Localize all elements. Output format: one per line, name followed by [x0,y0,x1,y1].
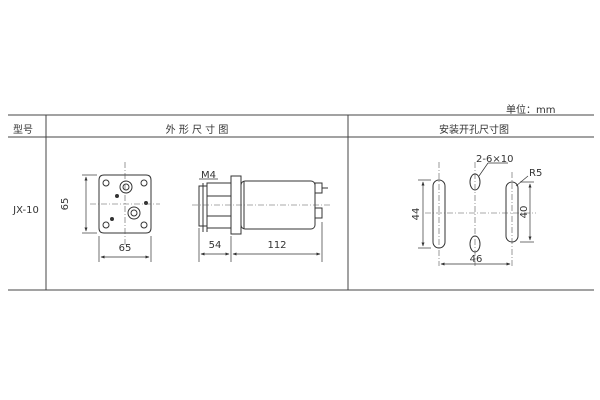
mounting-centerlines [425,162,536,266]
body-length-dim: 112 [267,240,286,251]
mount-hole-tl [102,179,110,187]
thread-label: M4 [201,170,216,181]
side-knob-bottom [314,207,323,219]
pin-3 [110,217,114,221]
header-model: 型号 [13,125,33,136]
base-plate [206,182,232,229]
terminal-lower-outer [127,206,141,220]
radius-label: R5 [529,168,542,179]
model-cell: JX-10 [13,205,39,216]
front-dimensions [82,174,152,262]
spacing-dim: 46 [470,254,483,265]
mount-hole-bl [102,221,110,229]
side-knob-top [314,182,323,194]
mount-hole-br [140,221,148,229]
front-plate [98,174,152,234]
front-centerlines [90,162,160,246]
base-length-dim: 54 [209,240,222,251]
header-mounting: 安装开孔尺寸图 [439,125,509,136]
pin-1 [115,194,119,198]
header-outline: 外 形 尺 寸 图 [165,125,229,136]
mount-hole-tr [140,179,148,187]
terminal-upper-outer [119,180,133,194]
front-height-dim: 65 [60,198,71,211]
mounting-dimensions [418,162,534,266]
terminal-upper-inner [122,183,130,191]
left-height-dim: 44 [411,208,422,221]
radius-leader [515,175,529,187]
right-height-dim: 40 [519,206,530,219]
hole-leader [478,162,489,177]
hole-label: 2-6×10 [476,154,513,165]
table-grid [8,114,594,291]
front-width-dim: 65 [119,243,132,254]
terminal-lower-inner [130,209,138,217]
unit-label: 单位：mm [506,105,556,116]
side-dimensions [198,178,323,262]
